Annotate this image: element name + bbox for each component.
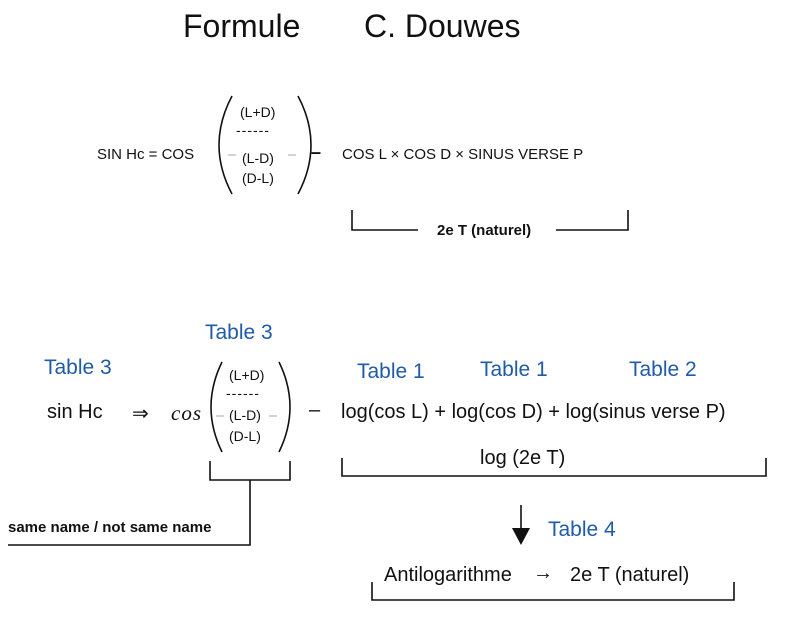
- formula2-bot: (D-L): [229, 428, 261, 444]
- formula2-right-paren: [278, 361, 291, 453]
- formula1-left-paren: [218, 95, 233, 195]
- antilog-result: 2e T (naturel): [570, 564, 690, 586]
- antilog-label: Antilogarithme: [384, 564, 512, 586]
- formula1-dashes: ------: [236, 122, 270, 138]
- formula2-cos: cos: [171, 401, 202, 425]
- log-bracket: [341, 458, 767, 477]
- table1-label-b: Table 1: [480, 358, 548, 381]
- antilog-bracket: [371, 582, 735, 601]
- formula1-bracket-label: 2e T (naturel): [437, 222, 532, 239]
- implies-arrow: ⇒: [132, 403, 149, 425]
- table3-above-label: Table 3: [205, 321, 273, 344]
- formula2-left-paren: [210, 361, 223, 453]
- formula2-mid: (L-D): [229, 407, 261, 423]
- formula2-rhs: log(cos L) + log(cos D) + log(sinus vers…: [341, 401, 726, 423]
- table1-label-a: Table 1: [357, 360, 425, 383]
- table4-label: Table 4: [548, 518, 616, 541]
- table2-label: Table 2: [629, 358, 697, 381]
- paren-bracket: [209, 461, 291, 481]
- same-name-label: same name / not same name: [8, 519, 212, 536]
- formula1-lhs: SIN Hc = COS: [97, 146, 195, 163]
- formula1-bot: (D-L): [242, 170, 274, 186]
- title-author: C. Douwes: [364, 8, 521, 44]
- formula1-top: (L+D): [240, 104, 276, 120]
- log-2e-t-label: log (2e T): [480, 447, 566, 469]
- formula1-minus: –: [311, 142, 322, 162]
- formula1-bracket: [351, 210, 629, 231]
- title-formule: Formule: [183, 8, 301, 44]
- table3-left-label: Table 3: [44, 356, 112, 379]
- formula2-top: (L+D): [229, 367, 265, 383]
- antilog-arrow: →: [533, 562, 553, 584]
- same-name-connector: [8, 480, 251, 546]
- formula2-minus: –: [309, 399, 321, 421]
- formula1-right-paren: [297, 95, 312, 195]
- formula2-lhs: sin Hc: [47, 401, 103, 423]
- formula2-dashes: ------: [226, 385, 260, 401]
- down-arrow-icon: [512, 528, 530, 545]
- formula1-rhs: COS L × COS D × SINUS VERSE P: [342, 146, 584, 163]
- formula1-mid: (L-D): [242, 150, 274, 166]
